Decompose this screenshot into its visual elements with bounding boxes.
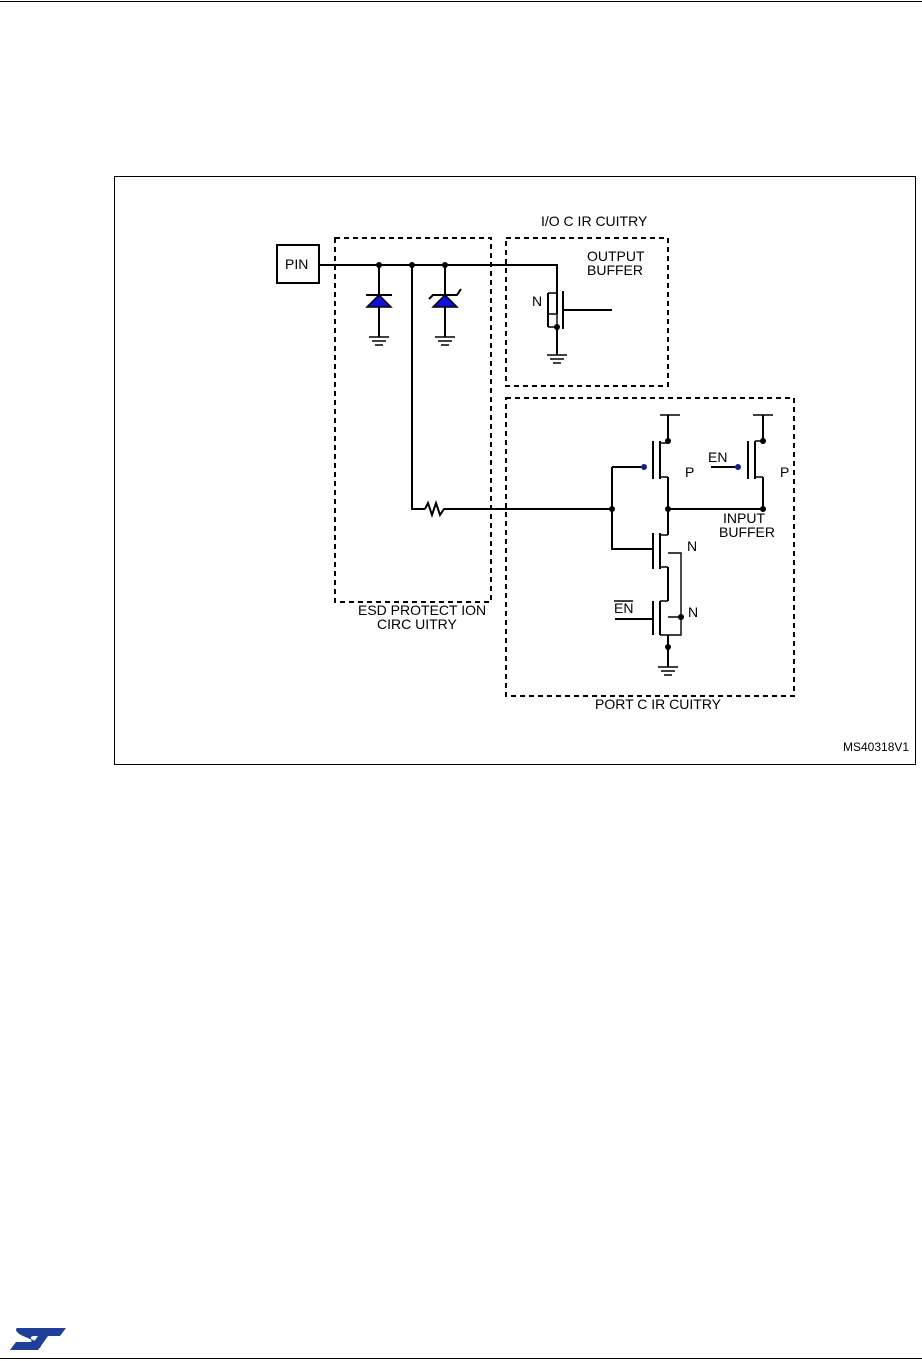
- nmos-lower-label: N: [688, 604, 698, 620]
- esd-wire: [411, 265, 425, 510]
- esd-label-2: CIRC UITRY: [377, 616, 458, 632]
- input-pmos-label: P: [780, 464, 789, 480]
- output-buffer-region: [505, 237, 669, 387]
- zener-diode-icon: [428, 265, 462, 346]
- input-pmos-transistor: [711, 414, 773, 509]
- footer-rule: [0, 1358, 922, 1359]
- input-buffer-label-1: INPUT: [723, 510, 765, 526]
- output-buffer-label-2: BUFFER: [587, 262, 643, 278]
- input-buffer-label-2: BUFFER: [719, 524, 775, 540]
- circuit-figure: PIN: [114, 176, 916, 765]
- esd-label-1: ESD PROTECT ION: [358, 602, 486, 618]
- output-nmos-label: N: [532, 293, 542, 309]
- esd-circuit-diagram: PIN: [276, 213, 909, 754]
- resistor-icon: [424, 499, 612, 519]
- io-circuitry-label: I/O C IR CUITRY: [541, 213, 648, 229]
- pmos-label: P: [685, 464, 694, 480]
- diode-1-icon: [365, 265, 393, 346]
- st-logo-icon: [10, 1328, 66, 1350]
- en-lower-label: EN: [614, 600, 633, 616]
- pin-label: PIN: [285, 256, 308, 272]
- en-input-label: EN: [708, 449, 727, 465]
- figure-id-label: MS40318V1: [843, 740, 909, 754]
- output-nmos-transistor: [547, 289, 612, 364]
- port-circuitry-label: PORT C IR CUITRY: [595, 696, 722, 712]
- nmos-upper-label: N: [687, 538, 697, 554]
- output-buffer-label-1: OUTPUT: [587, 248, 645, 264]
- port-transistor-stack: [609, 414, 684, 676]
- header-rule: [0, 1, 922, 2]
- pin-wire: [319, 264, 558, 289]
- port-circuitry-region: [505, 397, 795, 697]
- esd-protection-region: [334, 237, 492, 603]
